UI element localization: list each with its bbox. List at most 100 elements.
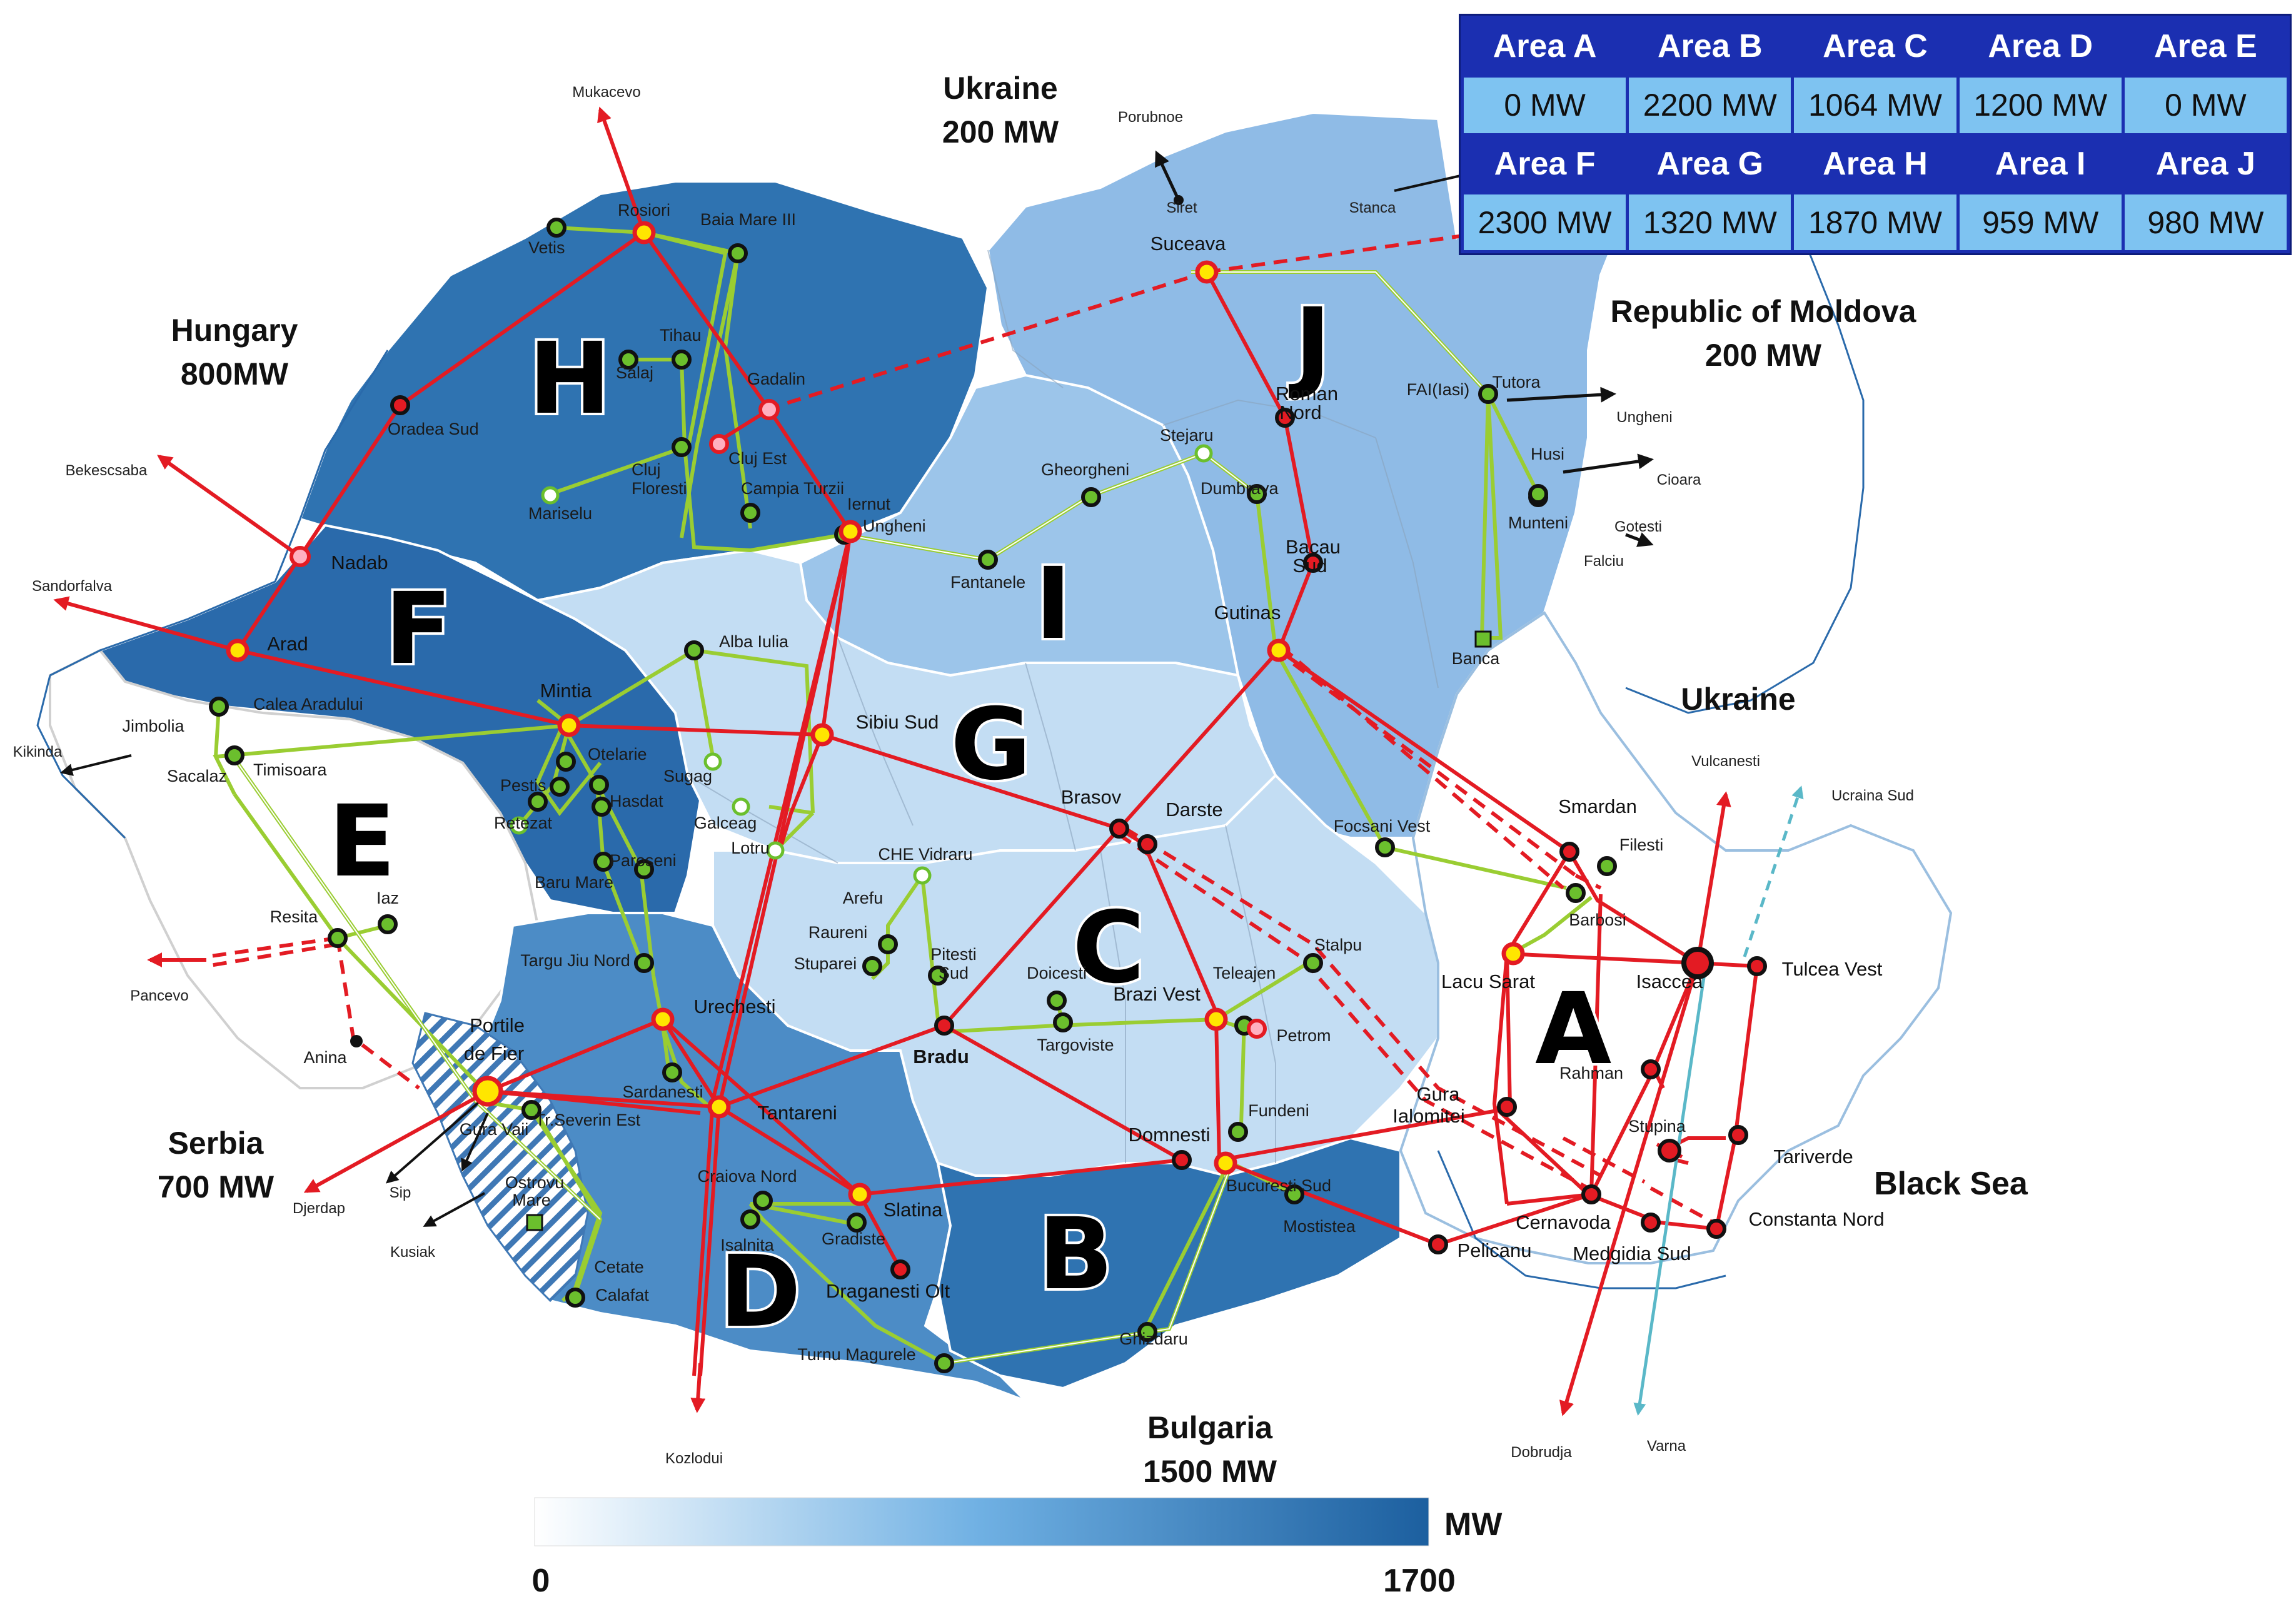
country-bulgaria: Bulgaria — [1147, 1410, 1273, 1445]
ext-sandorfalva: Sandorfalva — [32, 578, 113, 595]
substations-mixed — [226, 221, 1525, 1206]
lbl-gutinas: Gutinas — [1214, 602, 1281, 623]
area-label-i: I — [1035, 547, 1072, 662]
region-b — [936, 1136, 1402, 1390]
lbl-cetate: Cetate — [594, 1258, 644, 1276]
lbl-iaz: Iaz — [376, 889, 399, 907]
lbl-targoviste: Targoviste — [1037, 1036, 1114, 1054]
substations-red-hollow — [290, 399, 1267, 1039]
table-cell: 0 MW — [2124, 77, 2287, 133]
ext-ucraina-sud: Ucraina Sud — [1831, 787, 1914, 804]
table-header: Area C — [1794, 19, 1956, 74]
table-cell: 980 MW — [2124, 194, 2287, 250]
table-header: Area H — [1794, 136, 1956, 192]
lbl-mare: Mare — [512, 1191, 551, 1209]
country-ukraine-north: Ukraine — [943, 71, 1057, 106]
lbl-cluj: Cluj — [632, 460, 661, 479]
lbl-teleajen: Teleajen — [1213, 964, 1276, 982]
lbl-falciu: Falciu — [1584, 553, 1624, 570]
lbl-gadalin: Gadalin — [747, 370, 805, 388]
ext-dots — [350, 195, 1184, 1047]
ext-siret: Siret — [1166, 199, 1197, 216]
lbl-lotru: Lotru — [731, 839, 770, 857]
ext-cioara: Cioara — [1657, 472, 1701, 488]
table-cell: 2300 MW — [1464, 194, 1626, 250]
lbl-jimbolia: Jimbolia — [122, 717, 184, 735]
lbl-munteni: Munteni — [1508, 513, 1568, 532]
lbl-raureni: Raureni — [808, 923, 868, 942]
table-header: Area E — [2124, 19, 2287, 74]
area-label-a: A — [1535, 972, 1611, 1087]
table-header: Area J — [2124, 136, 2287, 192]
ext-varna: Varna — [1647, 1438, 1686, 1455]
ext-sip: Sip — [390, 1184, 411, 1201]
area-label-f: F — [385, 572, 452, 687]
scale-unit: MW — [1444, 1506, 1503, 1543]
lbl-baru-mare: Baru Mare — [535, 873, 613, 892]
isaccea-node — [1681, 947, 1714, 979]
ext-stanca: Stanca — [1349, 199, 1396, 216]
table-cell: 1200 MW — [1959, 77, 2122, 133]
lbl-floresti: Floresti — [632, 479, 687, 498]
scale-min: 0 — [532, 1563, 550, 1599]
ext-ungheni: Ungheni — [1616, 409, 1672, 426]
table-header: Area F — [1464, 136, 1626, 192]
country-hungary: Hungary — [171, 313, 298, 348]
lbl-fundeni: Fundeni — [1248, 1101, 1309, 1120]
lbl-pestis: Pestis — [500, 776, 546, 795]
lbl-galceag: Galceag — [694, 814, 757, 832]
external-labels: Mukacevo Porubnoe Siret Stanca Bekescsab… — [13, 84, 1914, 1467]
lbl-iernut: Iernut — [847, 495, 891, 513]
table-cell: 1064 MW — [1794, 77, 1956, 133]
substation-squares — [526, 630, 1492, 1231]
lbl-domnesti: Domnesti — [1129, 1124, 1211, 1146]
lbl-otelarie: Otelarie — [588, 745, 647, 764]
table-header: Area I — [1959, 136, 2122, 192]
lbl-sud: Sud — [1292, 555, 1327, 577]
lbl-alba: Alba Iulia — [719, 632, 789, 651]
lbl-barbosi: Barbosi — [1569, 910, 1626, 929]
lbl-timisoara: Timisoara — [253, 760, 328, 779]
area-capacity-table: Area A Area B Area C Area D Area E 0 MW … — [1459, 14, 2292, 255]
lbl-medgidia: Medgidia Sud — [1573, 1243, 1691, 1264]
lbl-targu-jiu: Targu Jiu Nord — [520, 951, 630, 970]
area-label-b: B — [1038, 1197, 1113, 1312]
region-a — [1399, 611, 1953, 1264]
lbl-petrom: Petrom — [1276, 1026, 1331, 1045]
lbl-sardanesti: Sardanesti — [622, 1082, 703, 1101]
sea-label: Black Sea — [1874, 1166, 2028, 1202]
lbl-rosiori: Rosiori — [618, 201, 670, 219]
lbl-focsani: Focsani Vest — [1334, 817, 1431, 835]
lbl-nord: Nord — [1279, 401, 1321, 423]
interconnections — [53, 106, 1804, 1416]
lbl-brazi: Brazi Vest — [1113, 983, 1201, 1005]
ext-vulcanesti: Vulcanesti — [1691, 753, 1760, 770]
region-portile-hatch — [411, 1012, 589, 1303]
table-cell: 0 MW — [1464, 77, 1626, 133]
lbl-slatina: Slatina — [884, 1199, 944, 1221]
lbl-cernavoda: Cernavoda — [1516, 1211, 1611, 1233]
lbl-mintia: Mintia — [540, 680, 592, 702]
lbl-roman: Roman — [1276, 383, 1338, 405]
lbl-gura: Gura — [1417, 1083, 1461, 1105]
lbl-stejaru: Stejaru — [1160, 426, 1214, 445]
ext-gotesti: Gotesti — [1614, 518, 1662, 535]
lbl-darste: Darste — [1166, 799, 1222, 820]
table-header: Area D — [1959, 19, 2122, 74]
lbl-pitesti: Pitesti — [930, 945, 977, 964]
lbl-lacu-sarat: Lacu Sarat — [1441, 971, 1535, 992]
lbl-sugag: Sugag — [663, 767, 712, 785]
lbl-tulcea: Tulcea Vest — [1782, 958, 1883, 980]
lbl-gradiste: Gradiste — [822, 1229, 885, 1248]
lbl-draganesti: Draganesti Olt — [826, 1280, 950, 1302]
lbl-husi: Husi — [1531, 445, 1564, 463]
lbl-nadab: Nadab — [331, 552, 388, 573]
ext-dobrudja: Dobrudja — [1511, 1444, 1572, 1461]
lbl-oradea: Oradea Sud — [388, 420, 479, 438]
lbl-ialomitei: Ialomitei — [1392, 1105, 1464, 1127]
lbl-fai: FAI(Iasi) — [1407, 380, 1470, 399]
table-header: Area G — [1629, 136, 1791, 192]
lbl-baia-mare: Baia Mare III — [700, 210, 796, 229]
capacity-serbia: 700 MW — [158, 1169, 274, 1204]
